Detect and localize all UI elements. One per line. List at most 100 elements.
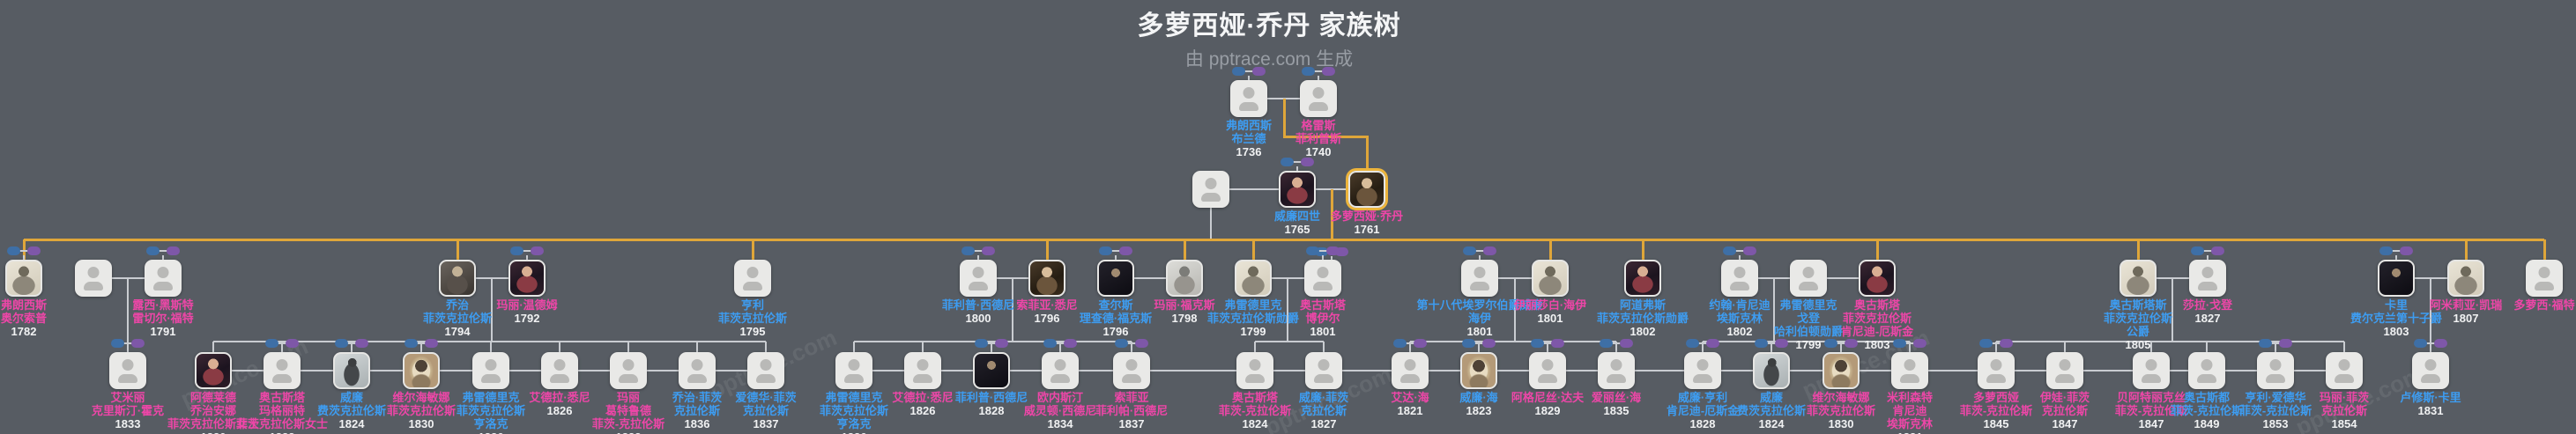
person-avatar[interactable] <box>2046 352 2083 389</box>
person-avatar[interactable] <box>679 352 716 389</box>
person-avatar[interactable] <box>1392 352 1429 389</box>
person-portrait[interactable] <box>1166 260 1203 297</box>
person-avatar[interactable] <box>1300 80 1337 117</box>
collapsed-couple-icon[interactable] <box>7 246 41 260</box>
collapsed-couple-icon[interactable] <box>510 246 544 260</box>
person-avatar[interactable] <box>1598 352 1635 389</box>
person-avatar[interactable] <box>264 352 301 389</box>
person-avatar[interactable] <box>610 352 647 389</box>
collapsed-couple-icon[interactable] <box>1115 339 1148 352</box>
person-avatar[interactable] <box>960 260 997 297</box>
couple-link-line <box>2269 342 2282 344</box>
collapsed-couple-icon[interactable] <box>2191 246 2224 260</box>
person-avatar[interactable] <box>2412 352 2449 389</box>
person-avatar[interactable] <box>109 352 146 389</box>
collapsed-couple-icon[interactable] <box>1462 339 1496 352</box>
collapsed-couple-icon[interactable] <box>405 339 438 352</box>
collapsed-couple-icon[interactable] <box>1979 339 2013 352</box>
collapsed-couple-icon[interactable] <box>2259 339 2292 352</box>
person-avatar[interactable] <box>1529 352 1566 389</box>
collapsed-couple-icon[interactable] <box>1099 246 1132 260</box>
chip-stem-line <box>1771 348 1772 352</box>
person-portrait[interactable] <box>973 352 1010 389</box>
person-avatar[interactable] <box>1305 352 1342 389</box>
collapsed-couple-icon[interactable] <box>146 246 180 260</box>
person-portrait[interactable] <box>1859 260 1896 297</box>
person-avatar[interactable] <box>1113 352 1150 389</box>
person-avatar[interactable] <box>1684 352 1721 389</box>
collapsed-couple-icon[interactable] <box>335 339 368 352</box>
person-avatar[interactable] <box>2326 352 2363 389</box>
collapsed-couple-icon[interactable] <box>1232 67 1266 80</box>
person-portrait[interactable] <box>2378 260 2415 297</box>
person-avatar[interactable] <box>1461 260 1498 297</box>
birth-year: 1830 <box>1828 417 1854 430</box>
person-portrait[interactable] <box>1460 352 1497 389</box>
person-portrait[interactable] <box>5 260 42 297</box>
person-avatar[interactable] <box>1790 260 1827 297</box>
collapsed-couple-icon[interactable] <box>1302 67 1335 80</box>
collapsed-couple-icon[interactable] <box>1531 339 1564 352</box>
person-avatar[interactable] <box>2526 260 2563 297</box>
female-chip-icon <box>1414 339 1427 348</box>
person-portrait[interactable] <box>439 260 476 297</box>
person-avatar[interactable] <box>1721 260 1758 297</box>
collapsed-couple-icon[interactable] <box>2379 246 2413 260</box>
person-avatar[interactable] <box>747 352 784 389</box>
collapsed-couple-icon[interactable] <box>1393 339 1427 352</box>
person-avatar[interactable] <box>2133 352 2170 389</box>
person-portrait[interactable] <box>1823 352 1860 389</box>
person-avatar[interactable] <box>145 260 182 297</box>
collapsed-couple-icon[interactable] <box>1686 339 1719 352</box>
person-avatar[interactable] <box>835 352 872 389</box>
person-portrait[interactable] <box>1753 352 1790 389</box>
person-portrait[interactable] <box>1235 260 1272 297</box>
person-avatar[interactable] <box>1304 260 1341 297</box>
collapsed-couple-icon[interactable] <box>1723 246 1756 260</box>
collapsed-couple-icon[interactable] <box>1824 339 1858 352</box>
person-portrait[interactable] <box>333 352 370 389</box>
person-name: 威廉四世 <box>1273 210 1320 223</box>
person-portrait[interactable] <box>403 352 440 389</box>
person-portrait[interactable] <box>195 352 232 389</box>
person-avatar[interactable] <box>472 352 509 389</box>
person-portrait[interactable] <box>1532 260 1569 297</box>
collapsed-couple-icon[interactable] <box>1600 339 1633 352</box>
connector-line <box>1702 342 1704 352</box>
person-portrait[interactable] <box>509 260 546 297</box>
person-portrait[interactable] <box>1279 171 1316 208</box>
person-portrait[interactable] <box>2447 260 2484 297</box>
collapsed-couple-icon[interactable] <box>1306 246 1340 260</box>
person-avatar[interactable] <box>2257 352 2294 389</box>
person-portrait[interactable] <box>1028 260 1065 297</box>
person-avatar[interactable] <box>734 260 771 297</box>
collapsed-couple-icon[interactable] <box>111 339 145 352</box>
collapsed-couple-icon[interactable] <box>961 246 995 260</box>
collapsed-couple-icon[interactable] <box>1755 339 1788 352</box>
person-avatar[interactable] <box>1042 352 1079 389</box>
person-portrait[interactable] <box>1097 260 1134 297</box>
person-avatar[interactable] <box>1230 80 1267 117</box>
person-avatar[interactable] <box>1192 171 1229 208</box>
collapsed-couple-icon[interactable] <box>2414 339 2447 352</box>
person-avatar[interactable] <box>904 352 941 389</box>
collapsed-couple-icon[interactable] <box>265 339 299 352</box>
collapsed-couple-icon[interactable] <box>1281 158 1314 171</box>
person-avatar[interactable] <box>1891 352 1928 389</box>
person-avatar[interactable] <box>2188 352 2225 389</box>
person-portrait[interactable] <box>1624 260 1661 297</box>
collapsed-couple-icon[interactable] <box>975 339 1008 352</box>
person-avatar[interactable] <box>1236 352 1273 389</box>
collapsed-couple-icon[interactable] <box>1893 339 1926 352</box>
collapsed-couple-icon[interactable] <box>1463 246 1496 260</box>
person-avatar[interactable] <box>75 260 112 297</box>
person-avatar[interactable] <box>1978 352 2015 389</box>
person-portrait[interactable] <box>2119 260 2157 297</box>
person-avatar[interactable] <box>541 352 578 389</box>
person-avatar[interactable] <box>2189 260 2226 297</box>
birth-year: 1847 <box>2052 417 2078 430</box>
collapsed-couple-icon[interactable] <box>1043 339 1077 352</box>
person-portrait[interactable] <box>1348 171 1385 208</box>
